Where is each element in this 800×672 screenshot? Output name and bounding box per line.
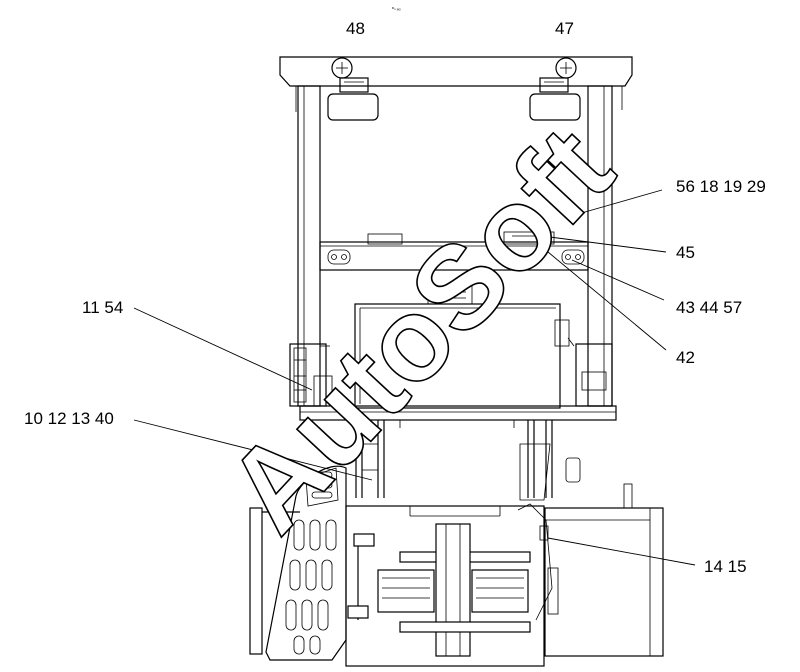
- header-mark: ᴵᴵᴵₙ ₓₓₓ: [392, 6, 401, 11]
- callout-10-12-13-40: 10 12 13 40: [24, 409, 114, 428]
- callout-14-15: 14 15: [704, 557, 747, 576]
- watermark: AutoSoft: [201, 102, 639, 558]
- support-legs: [355, 420, 633, 509]
- pedal: [265, 465, 347, 661]
- base-plate: [299, 405, 617, 428]
- callout-56-18-19-29: 56 18 19 29: [676, 177, 766, 196]
- callout-47: 47: [555, 19, 574, 38]
- callout-45: 45: [676, 243, 695, 262]
- callout-11-54: 11 54: [82, 298, 123, 317]
- lamp-right: [529, 57, 581, 121]
- callout-48: 48: [346, 19, 365, 38]
- cross-bar: [319, 231, 589, 271]
- svg-text:AutoSoft: AutoSoft: [202, 103, 638, 557]
- lower-side-frames: [249, 507, 664, 657]
- lamp-left: [327, 57, 379, 121]
- callout-43-44-57: 43 44 57: [676, 298, 742, 317]
- leader-lines: [133, 189, 696, 566]
- callout-42: 42: [676, 348, 695, 367]
- drive-box: [345, 503, 559, 667]
